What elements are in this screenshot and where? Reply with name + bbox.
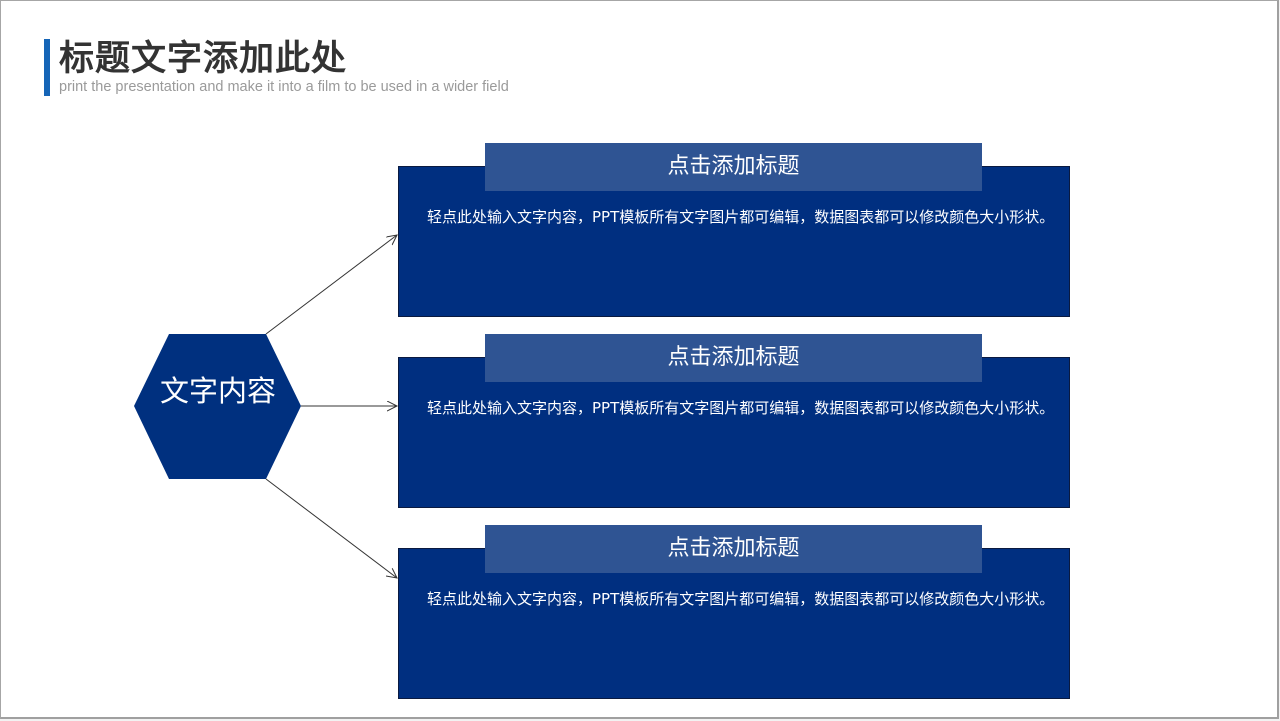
- content-card-3[interactable]: 轻点此处输入文字内容，PPT模板所有文字图片都可编辑，数据图表都可以修改颜色大小…: [398, 548, 1070, 699]
- center-hexagon[interactable]: [134, 334, 301, 479]
- card-title-tab-2[interactable]: 点击添加标题: [485, 334, 982, 382]
- card-body-text[interactable]: 轻点此处输入文字内容，PPT模板所有文字图片都可编辑，数据图表都可以修改颜色大小…: [427, 208, 1055, 226]
- card-body-text[interactable]: 轻点此处输入文字内容，PPT模板所有文字图片都可编辑，数据图表都可以修改颜色大小…: [427, 590, 1055, 608]
- card-title-tab-3[interactable]: 点击添加标题: [485, 525, 982, 573]
- center-hexagon-label: 文字内容: [159, 374, 276, 408]
- page-title[interactable]: 标题文字添加此处: [59, 39, 348, 79]
- page-subtitle[interactable]: print the presentation and make it into …: [59, 79, 509, 95]
- content-card-1[interactable]: 轻点此处输入文字内容，PPT模板所有文字图片都可编辑，数据图表都可以修改颜色大小…: [398, 166, 1070, 317]
- title-accent-bar: [44, 39, 50, 96]
- arrow-to-card-3: [265, 478, 397, 578]
- arrow-to-card-1: [265, 235, 397, 335]
- card-title-tab-1[interactable]: 点击添加标题: [485, 143, 982, 191]
- content-card-2[interactable]: 轻点此处输入文字内容，PPT模板所有文字图片都可编辑，数据图表都可以修改颜色大小…: [398, 357, 1070, 508]
- card-body-text[interactable]: 轻点此处输入文字内容，PPT模板所有文字图片都可编辑，数据图表都可以修改颜色大小…: [427, 399, 1055, 417]
